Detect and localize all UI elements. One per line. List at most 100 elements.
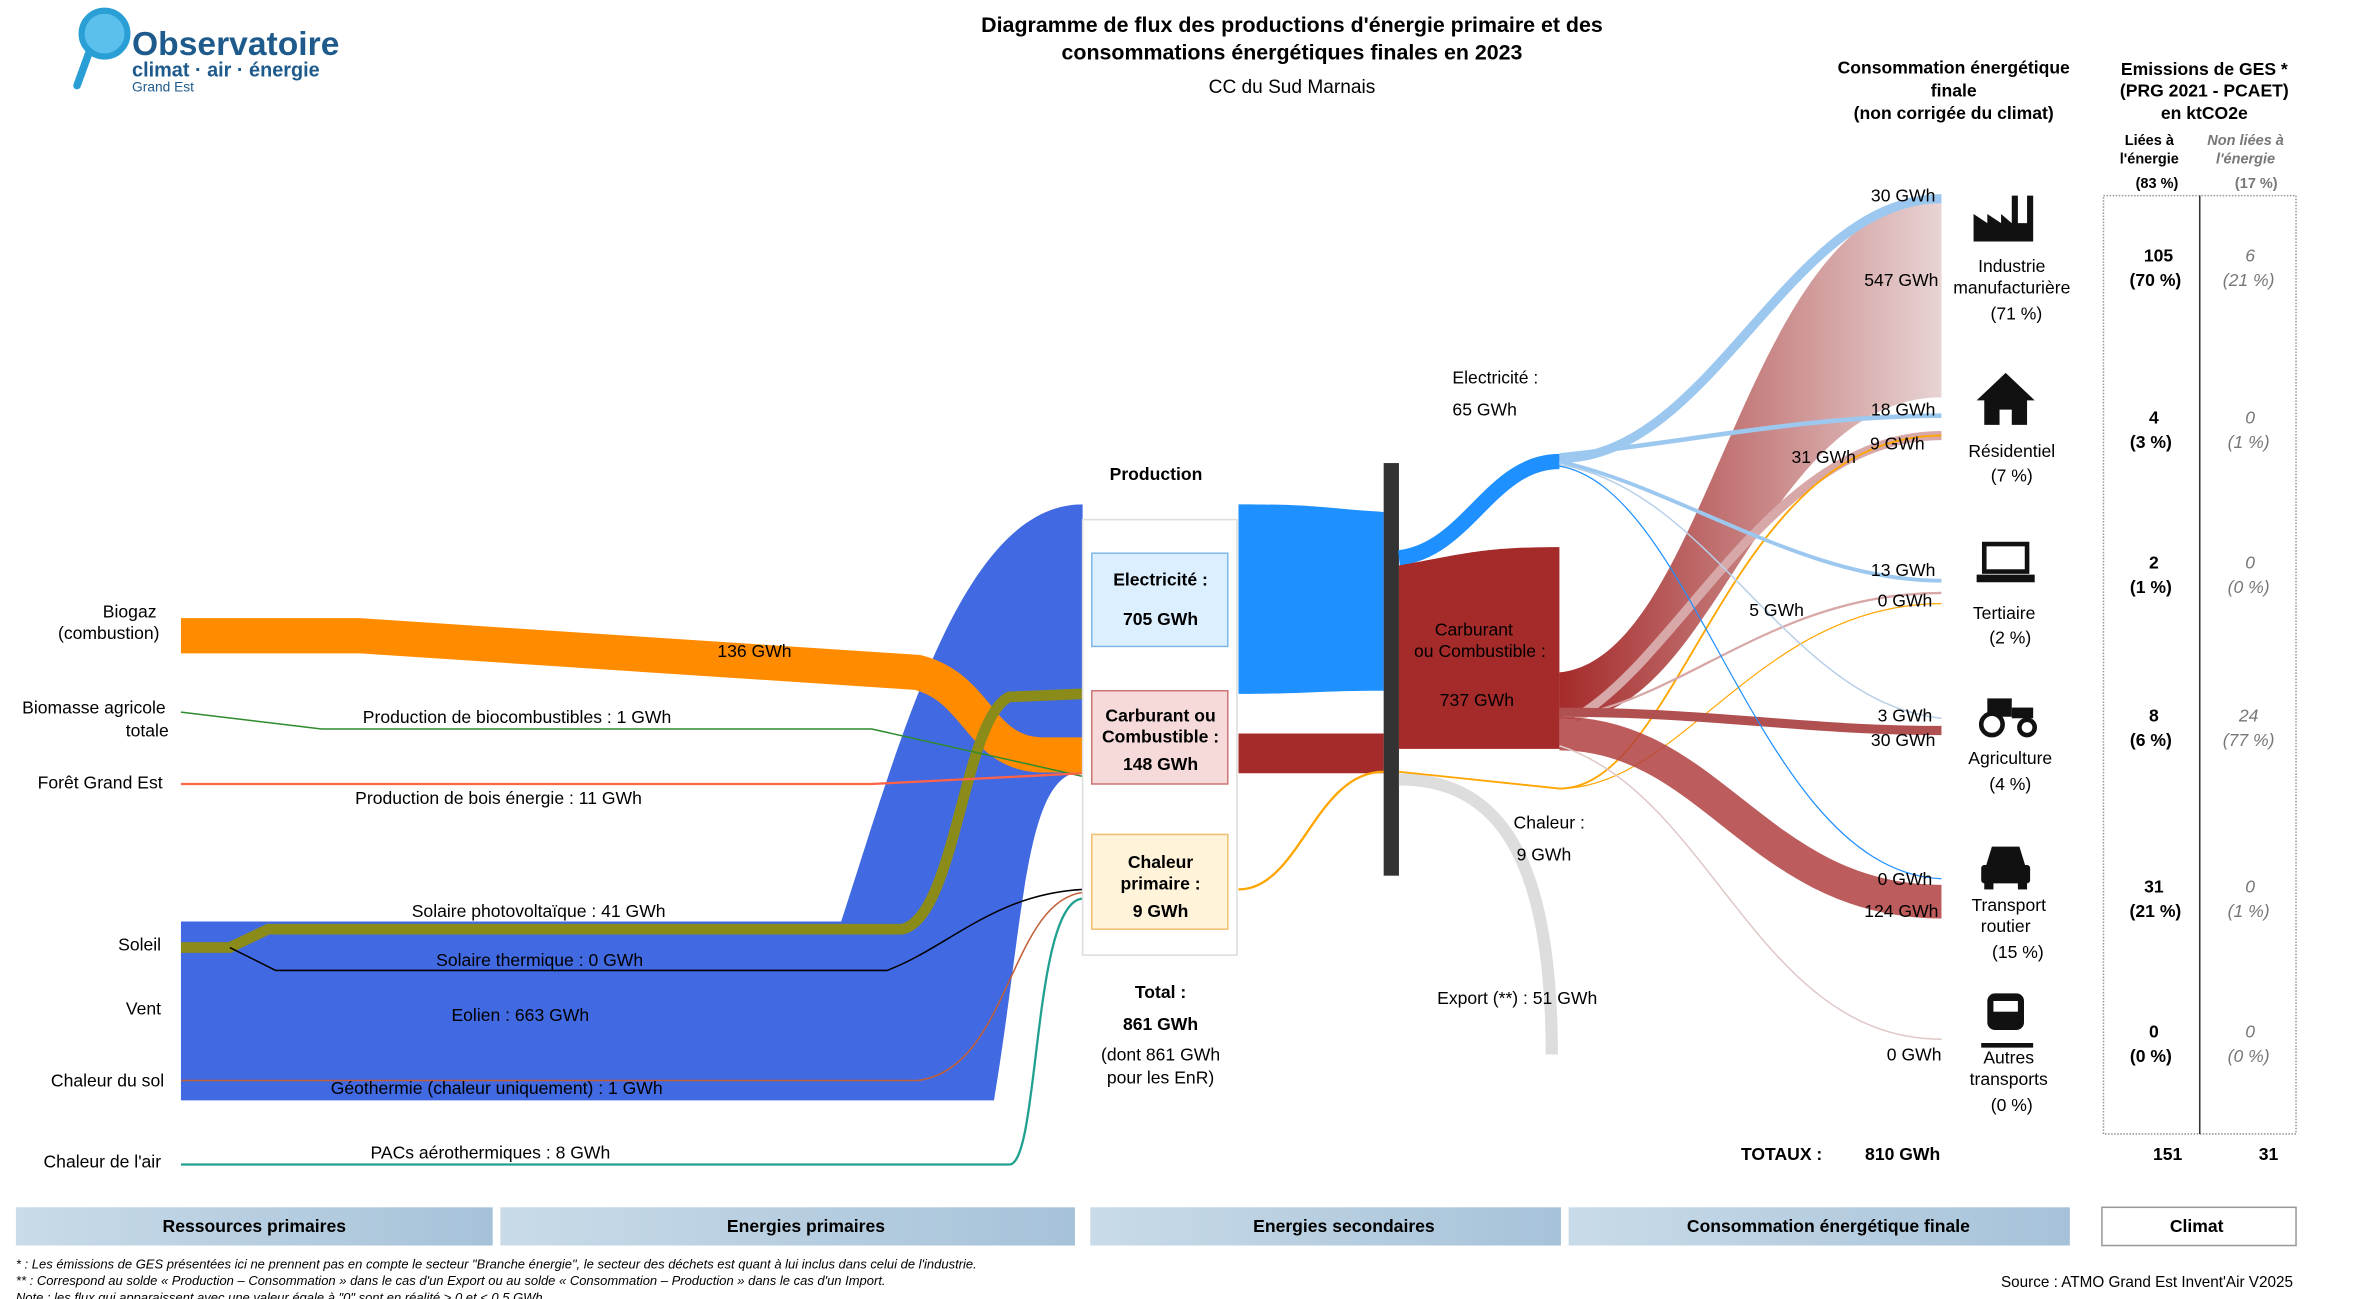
label2: Combustible : [1102, 727, 1219, 747]
flow-label: 5 GWh [1749, 600, 1804, 620]
label-pac: PACs aérothermiques : 8 GWh [370, 1142, 610, 1162]
ges-title: Emissions de GES * [2121, 59, 2288, 79]
sector-tertiaire: Tertiaire (2 %) [1973, 541, 2035, 647]
bar-consommation [1568, 1207, 2070, 1246]
total-enr-1: (dont 861 GWh [1101, 1045, 1220, 1065]
production-title: Production [1110, 464, 1203, 484]
ges-value: 4 [2149, 407, 2159, 427]
ges-non-pct: (1 %) [2228, 901, 2270, 921]
flow-label: 13 GWh [1871, 560, 1935, 580]
footnote-2: ** : Correspond au solde « Production – … [16, 1273, 886, 1288]
sector-name-2: manufacturière [1953, 277, 2070, 297]
sector-name-2: transports [1970, 1069, 2048, 1089]
train-icon [1981, 993, 2034, 1048]
ges-title-3: en ktCO2e [2161, 103, 2248, 123]
flow-elec-industrie [1559, 194, 1942, 464]
secondary-carb-value: 737 GWh [1440, 690, 1514, 710]
flow-label: 124 GWh [1864, 901, 1938, 921]
resource-soleil: Soleil [118, 935, 161, 955]
label-pv: Solaire photovoltaïque : 41 GWh [412, 901, 666, 921]
value: 148 GWh [1123, 754, 1198, 774]
flow-elec-secondary [1397, 453, 1560, 566]
label2: primaire : [1121, 873, 1201, 893]
total-enr-2: pour les EnR) [1107, 1068, 1214, 1088]
secondary-chal-value: 9 GWh [1517, 844, 1572, 864]
label-geo: Géothermie (chaleur uniquement) : 1 GWh [331, 1078, 663, 1098]
sector-name: Agriculture [1968, 748, 2052, 768]
ges-subheaders: Liées à l'énergie (83 %) Non liées à l'é… [2120, 133, 2284, 192]
logo: Observatoire climat · air · énergie Gran… [73, 7, 339, 95]
flow-pv [180, 688, 1083, 953]
ges-non-value: 6 [2245, 245, 2255, 265]
flow-label: 0 GWh [1887, 1045, 1942, 1065]
label: Carburant ou [1105, 705, 1215, 725]
bar-primaires [500, 1207, 1075, 1246]
total-label: Total : [1135, 982, 1186, 1002]
flow-label: 547 GWh [1864, 270, 1938, 290]
totals-label: TOTAUX : [1741, 1144, 1822, 1164]
flow-biocomb [180, 711, 1083, 778]
bar-label: Energies primaires [727, 1216, 885, 1236]
ges-non-value: 0 [2245, 1022, 2255, 1042]
ges-col1-pct: (83 %) [2136, 176, 2179, 192]
production-electricite: Electricité : 705 GWh [1091, 552, 1229, 648]
ges-non-value: 0 [2245, 553, 2255, 573]
final-flows [1558, 194, 1942, 1040]
value: 705 GWh [1123, 609, 1198, 629]
flow-thermique [229, 888, 1083, 972]
flow-chal-secondary [1398, 770, 1560, 790]
flow-label: 30 GWh [1871, 186, 1935, 206]
sector-pct: (4 %) [1989, 774, 2031, 794]
resource-vent: Vent [126, 999, 161, 1019]
sector-pct: (7 %) [1991, 465, 2033, 485]
ges-non-value: 0 [2245, 407, 2255, 427]
computer-icon [1976, 541, 2035, 583]
secondary-carb-label1: Carburant [1435, 620, 1513, 640]
flow-biogaz [180, 618, 1083, 773]
sector-name: Industrie [1978, 256, 2045, 276]
bar-ressources [15, 1207, 493, 1246]
resource-foret: Forêt Grand Est [38, 773, 163, 793]
ges-pct: (1 %) [2130, 577, 2172, 597]
ges-pct: (0 %) [2130, 1046, 2172, 1066]
secondary-carb-label2: ou Combustible : [1414, 641, 1546, 661]
production-carburant: Carburant ou Combustible : 148 GWh [1091, 689, 1229, 785]
resource-air: Chaleur de l'air [44, 1152, 162, 1172]
sector-name-2: routier [1981, 916, 2031, 936]
production-chaleur: Chaleur primaire : 9 GWh [1091, 833, 1229, 930]
flow-label: 3 GWh [1878, 705, 1933, 725]
ges-total-1: 151 [2153, 1144, 2183, 1164]
footnote-1: * : Les émissions de GES présentées ici … [16, 1256, 977, 1271]
flow-label: 0 GWh [1878, 591, 1933, 611]
consumption-title-2: finale [1931, 80, 1977, 100]
secondary-chal-label: Chaleur : [1514, 812, 1585, 832]
footer-bars: Ressources primaires Energies primaires … [15, 1206, 2297, 1247]
house-icon [1976, 372, 2035, 425]
title-line2: consommations énergétiques finales en 20… [1062, 41, 1523, 65]
ges-pct: (21 %) [2130, 901, 2182, 921]
export-label: Export (**) : 51 GWh [1437, 988, 1597, 1008]
flow-elec-to-balance [1238, 504, 1384, 694]
flow-chal-to-balance [1238, 770, 1384, 891]
flow-carb-tertiaire [1559, 591, 1942, 720]
factory-icon [1973, 195, 2034, 242]
flow-label: 18 GWh [1871, 400, 1935, 420]
resource-sol: Chaleur du sol [51, 1071, 164, 1091]
flow-geo [180, 891, 1083, 1082]
sector-residentiel: Résidentiel (7 %) [1968, 372, 2055, 485]
ges-non-pct: (77 %) [2223, 730, 2275, 750]
bar-label: Consommation énergétique finale [1687, 1216, 1970, 1236]
logo-tagline: climat · air · énergie [132, 59, 320, 81]
total-value: 861 GWh [1123, 1014, 1198, 1034]
ges-values: 105 (70 %) 6 (21 %) 4 (3 %) 0 (1 %) 2 (1… [2130, 245, 2275, 1066]
bar-label: Ressources primaires [163, 1216, 347, 1236]
label-biocomb: Production de biocombustibles : 1 GWh [363, 707, 671, 727]
consumption-title: Consommation énergétique [1838, 57, 2070, 77]
tractor-icon [1978, 698, 2037, 738]
consumption-title-3: (non corrigée du climat) [1854, 103, 2054, 123]
ges-value: 105 [2144, 245, 2174, 265]
label: Chaleur [1128, 852, 1194, 872]
sector-pct: (2 %) [1989, 627, 2031, 647]
flow-label: 31 GWh [1791, 447, 1855, 467]
sector-name: Résidentiel [1968, 441, 2055, 461]
